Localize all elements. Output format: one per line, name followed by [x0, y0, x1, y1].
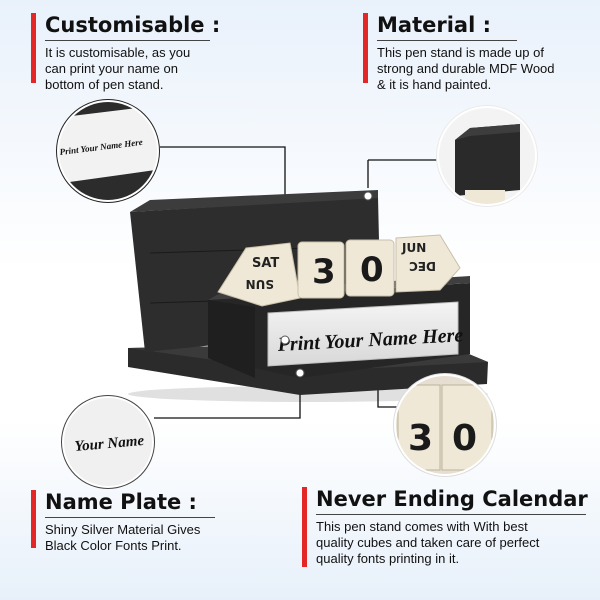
callout-dots	[280, 191, 373, 378]
cube-month: JUN	[401, 241, 426, 255]
heading-underline	[45, 517, 215, 518]
calendar-zoom-digit-1: 3	[408, 418, 433, 459]
material-text-line-1: This pen stand is made up of	[377, 45, 544, 60]
calendar-zoom-digit-2: 0	[452, 418, 477, 459]
material-heading: Material :	[377, 13, 491, 37]
material-text-line-2: strong and durable MDF Wood	[377, 61, 555, 76]
name-plate-section: Name Plate : Shiny Silver Material Gives…	[31, 490, 241, 554]
accent-bar	[363, 13, 368, 83]
material-section: Material : This pen stand is made up of …	[363, 13, 588, 93]
heading-underline	[316, 514, 586, 515]
calendar-text-line-1: This pen stand comes with With best	[316, 519, 528, 534]
customisable-text-line-3: bottom of pen stand.	[45, 77, 164, 92]
customisable-text-line-2: can print your name on	[45, 61, 178, 76]
calendar-zoom-callout: 3 0	[393, 373, 497, 477]
wood-zoom-callout	[436, 105, 538, 207]
name-plate-text-line-2: Black Color Fonts Print.	[45, 538, 182, 553]
calendar-text-line-3: quality fonts printing in it.	[316, 551, 460, 566]
name-plate: Print Your Name Here	[267, 301, 464, 367]
cube-day: SAT	[252, 256, 279, 271]
accent-bar	[302, 487, 307, 567]
name-zoom-text: Your Name	[74, 433, 145, 455]
accent-bar	[31, 13, 36, 83]
calendar-heading: Never Ending Calendar	[316, 487, 588, 511]
name-plate-text-line-1: Shiny Silver Material Gives	[45, 522, 201, 537]
cube-month-alt: DEC	[409, 259, 436, 273]
material-text-line-3: & it is hand painted.	[377, 77, 492, 92]
cube-day-alt: SUN	[246, 277, 274, 291]
name-plate-heading: Name Plate :	[45, 490, 197, 514]
customisable-heading: Customisable :	[45, 13, 221, 37]
plate-zoom-callout: Print Your Name Here	[56, 99, 160, 203]
heading-underline	[377, 40, 517, 41]
accent-bar	[31, 490, 36, 548]
calendar-section: Never Ending Calendar This pen stand com…	[302, 487, 594, 567]
cube-digit-1: 3	[312, 252, 336, 292]
cube-digit-2: 0	[360, 250, 384, 290]
name-zoom-callout: Your Name	[61, 395, 155, 489]
customisable-text-line-1: It is customisable, as you	[45, 45, 191, 60]
customisable-section: Customisable : It is customisable, as yo…	[31, 13, 226, 93]
heading-underline	[45, 40, 210, 41]
calendar-cubes: SAT SUN 3 0 JUN DEC	[217, 234, 461, 307]
calendar-text-line-2: quality cubes and taken care of perfect	[316, 535, 540, 550]
